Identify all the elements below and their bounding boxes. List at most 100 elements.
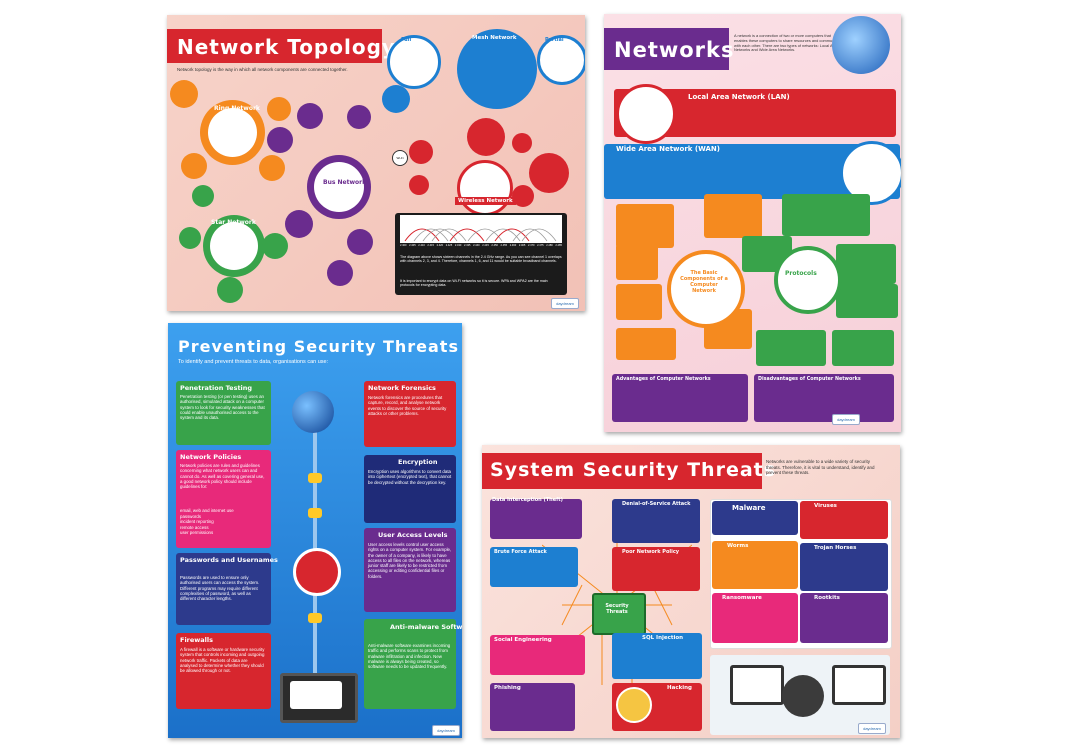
social-engineering-panel: [490, 635, 585, 675]
brand-logo: daydream: [551, 298, 579, 309]
system-title: System Security Threats: [490, 459, 777, 481]
security-threats-chip: [592, 593, 646, 635]
preventing-intro: To identify and prevent threats to data,…: [178, 359, 329, 365]
mesh-network-label: Mesh Network: [472, 35, 517, 41]
wan-heading: Wide Area Network (WAN): [616, 145, 720, 153]
mesh-network-bubble: [457, 29, 537, 109]
globe-icon: [292, 391, 334, 433]
viruses-heading: Viruses: [814, 503, 837, 509]
title-banner: [482, 453, 762, 489]
forensics-text: Network forensics are procedures that ca…: [368, 395, 447, 416]
poor-heading: Poor Network Policy: [622, 549, 680, 555]
encryption-text: Encryption uses algorithms to convert da…: [368, 469, 452, 485]
penetration-text: Penetration testing (or pen testing) use…: [180, 394, 265, 421]
access-text: User access levels control user access r…: [368, 542, 452, 579]
rootkits-heading: Rootkits: [814, 595, 840, 601]
poster-network-topology: Network Topology Network topology is the…: [167, 15, 585, 311]
disadvantages-panel: [754, 374, 894, 422]
list-item: incident reporting: [180, 519, 214, 524]
wireless-network-label: Wireless Network: [455, 197, 516, 205]
system-intro: Networks are vulnerable to a wide variet…: [766, 459, 875, 475]
list-item: email, web and internet use: [180, 508, 234, 513]
lan-heading: Local Area Network (LAN): [688, 93, 790, 101]
phishing-heading: Phishing: [494, 685, 521, 691]
wifi-icon: Wi-Fi: [392, 150, 408, 166]
brute-heading: Brute Force Attack: [494, 549, 547, 555]
folder-icon: [308, 613, 322, 623]
brand-logo: daydream: [858, 723, 886, 734]
network-forensics-panel: [364, 381, 456, 447]
folder-icon: [308, 473, 322, 483]
advantages-heading: Advantages of Computer Networks: [616, 377, 711, 382]
passwords-heading: Passwords and Usernames: [180, 556, 278, 564]
access-heading: User Access Levels: [378, 531, 448, 539]
folder-icon: [308, 508, 322, 518]
firewalls-panel: [176, 633, 271, 709]
poster-system-security-threats: System Security Threats Networks are vul…: [482, 445, 900, 738]
brute-force-panel: [490, 547, 578, 587]
title-banner: [604, 28, 729, 70]
malware-heading: Malware: [732, 504, 766, 512]
sql-heading: SQL Injection: [642, 635, 684, 641]
hacker-icon: [616, 687, 652, 723]
passwords-text: Passwords are used to ensure only author…: [180, 575, 260, 602]
topology-title: Network Topology: [177, 35, 396, 59]
poster-networks: Networks A network is a connection of tw…: [604, 14, 901, 432]
networks-title: Networks: [614, 38, 735, 62]
topology-intro: Network topology is the way in which all…: [177, 67, 348, 72]
sql-injection-panel: [612, 633, 702, 679]
networks-intro: A network is a connection of two or more…: [734, 33, 843, 53]
protocols-bubble: [774, 246, 842, 314]
channel-caption: The diagram above shows sixteen channels…: [400, 255, 562, 264]
disadvantages-heading: Disadvantages of Computer Networks: [758, 377, 861, 382]
monitor-icon: [832, 665, 886, 705]
channel-arcs: [404, 228, 557, 242]
policies-heading: Network Policies: [180, 453, 242, 461]
title-banner: [167, 29, 382, 63]
interception-panel: [490, 499, 582, 539]
list-item: user permissions: [180, 530, 214, 535]
hacking-heading: Hacking: [667, 685, 692, 691]
trojan-heading: Trojan Horses: [814, 545, 857, 551]
anti-malware-panel: [364, 619, 456, 709]
monitor-icon: [730, 665, 784, 705]
antimalware-text: Anti-malware software examines incoming …: [368, 643, 451, 670]
dos-panel: [612, 499, 700, 543]
policies-list: email, web and internet use passwords in…: [180, 508, 266, 536]
encryption-heading: Encryption: [398, 458, 438, 466]
antimalware-heading: Anti-malware Software: [390, 623, 462, 631]
wireless-network-bubble: [457, 160, 513, 216]
list-item: remote access: [180, 524, 209, 530]
firewalls-heading: Firewalls: [180, 636, 213, 644]
list-item: passwords: [180, 513, 201, 519]
encryption-panel: [364, 455, 456, 523]
interception-heading: Data Interception (Theft): [492, 497, 563, 503]
components-bubble: [667, 250, 745, 328]
user-access-panel: [364, 528, 456, 612]
person-icon: [782, 675, 824, 717]
ring-network-label: Ring Network: [214, 105, 260, 112]
star-network-label: Star Network: [211, 219, 256, 226]
bus-network-label: Bus Network: [323, 179, 367, 186]
brand-logo: daydream: [832, 414, 860, 425]
lock-shield-icon: [293, 548, 341, 596]
advantages-panel: [612, 374, 748, 422]
dos-heading: Denial-of-Service Attack: [622, 501, 691, 507]
phishing-panel: [490, 683, 575, 731]
center-pipe: [313, 393, 317, 693]
penetration-testing-panel: [176, 381, 271, 445]
encryption-note: It is important to encrypt data on Wi-Fi…: [400, 279, 548, 288]
components-label: The Basic Components of a Computer Netwo…: [680, 270, 728, 294]
brand-logo: daydream: [432, 725, 460, 736]
preventing-title: Preventing Security Threats: [178, 337, 459, 356]
worms-heading: Worms: [727, 543, 749, 549]
poor-policy-panel: [612, 547, 700, 591]
firewalls-text: A firewall is a software or hardware sec…: [180, 647, 265, 674]
passwords-panel: [176, 553, 271, 625]
mesh-full-label: Full: [401, 37, 412, 43]
lan-diagram: [616, 84, 676, 144]
globe-icon: [832, 16, 890, 74]
network-policies-panel: [176, 450, 271, 548]
center-label: Security Threats: [605, 603, 629, 615]
